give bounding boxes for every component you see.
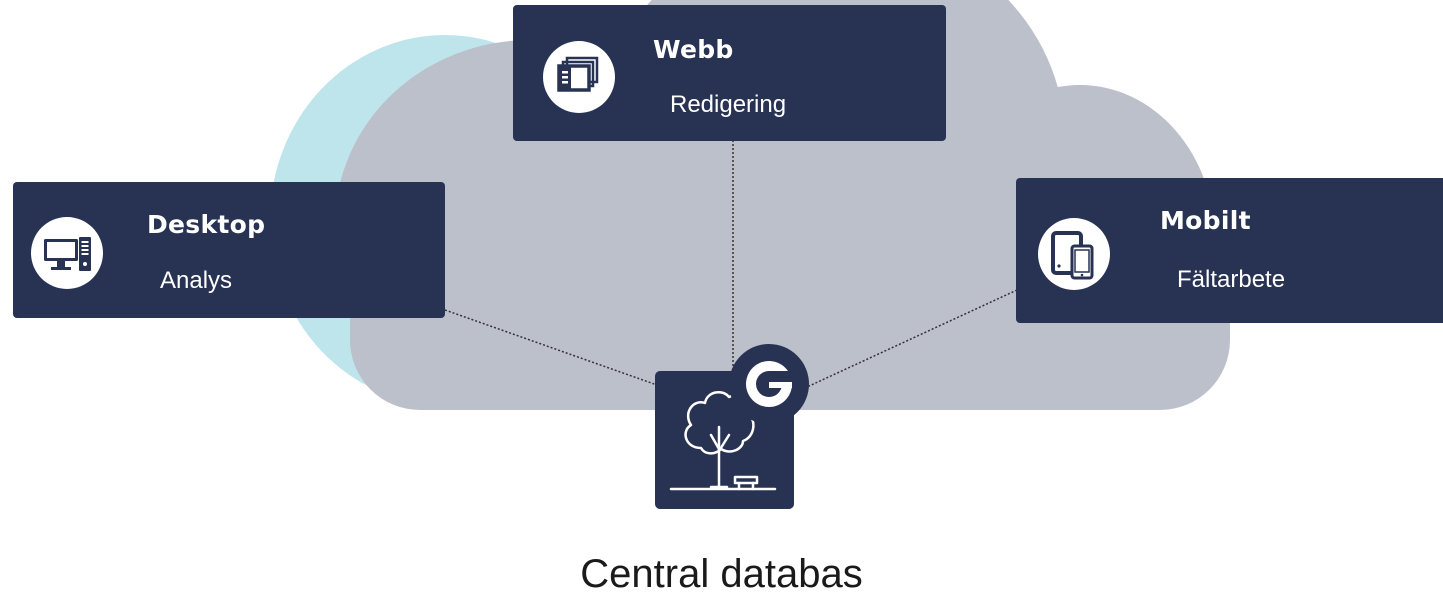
- node-title: Desktop: [147, 210, 266, 239]
- connector-mobilt: [793, 289, 1018, 394]
- connector-desktop: [444, 309, 658, 386]
- g-logo-icon: [729, 344, 809, 424]
- tablet-phone-icon: [1038, 218, 1110, 290]
- desktop-computer-icon: [31, 217, 103, 289]
- central-database-caption: Central databas: [580, 552, 863, 596]
- browser-windows-icon: [543, 41, 615, 113]
- node-webb: Webb Redigering: [513, 5, 946, 141]
- node-subtitle: Fältarbete: [1177, 266, 1286, 293]
- node-title: Webb: [653, 35, 734, 64]
- node-mobilt: Mobilt Fältarbete: [1016, 178, 1443, 323]
- node-title: Mobilt: [1160, 206, 1251, 235]
- node-desktop: Desktop Analys: [13, 182, 445, 318]
- node-subtitle: Analys: [160, 267, 233, 294]
- node-subtitle: Redigering: [670, 91, 787, 118]
